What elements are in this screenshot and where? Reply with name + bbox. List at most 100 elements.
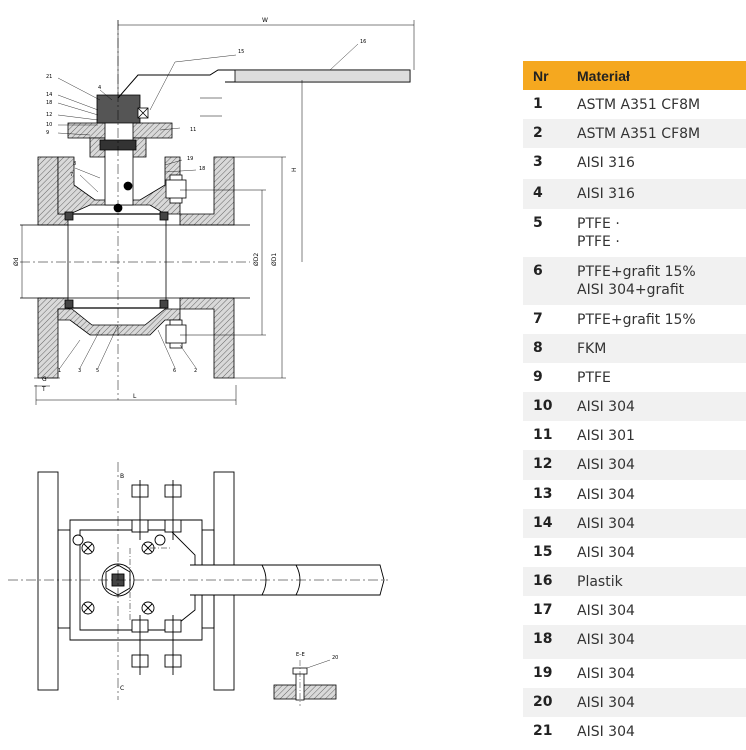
callout-8: 8	[73, 161, 76, 167]
row-nr: 8	[523, 334, 577, 363]
dimension-labels: W H ØD1 ØD2 Ød L T G	[13, 17, 298, 400]
row-nr: 6	[523, 257, 577, 305]
row-material: AISI 316	[577, 179, 746, 209]
material-line: AISI 316	[577, 186, 635, 202]
row-material: AISI 304	[577, 450, 746, 480]
header-material: Materiał	[577, 61, 746, 90]
table-row: 11 AISI 301	[523, 421, 746, 450]
dim-d: Ød	[13, 257, 20, 266]
row-nr: 12	[523, 450, 577, 480]
callout-4: 4	[98, 85, 101, 91]
row-nr: 19	[533, 665, 553, 681]
row-nr: 17	[533, 602, 553, 618]
callout-12: 12	[46, 112, 52, 118]
callout-18: 18	[199, 166, 205, 172]
material-line: ASTM A351 CF8M	[577, 97, 701, 113]
material-line: AISI 304	[577, 487, 635, 503]
section-c: C	[120, 685, 124, 692]
row-material: AISI 304	[577, 538, 746, 567]
material-line: AISI 304	[577, 516, 635, 532]
row-nr: 7	[533, 311, 543, 327]
section-view	[20, 20, 411, 400]
row-material: PTFE · PTFE ·	[577, 209, 746, 257]
callout-2: 2	[194, 368, 197, 374]
dim-d2: ØD2	[253, 253, 260, 266]
dim-t: T	[41, 386, 46, 393]
row-material: ASTM A351 CF8M	[577, 90, 746, 119]
row-nr: 21	[533, 723, 553, 739]
dim-h: H	[291, 167, 298, 172]
row-nr: 2	[523, 119, 577, 148]
callout-6: 6	[173, 368, 176, 374]
detail-ee	[273, 659, 337, 706]
material-line: PTFE+grafit 15%	[577, 264, 696, 280]
row-material: PTFE+grafit 15%AISI 304+grafit	[577, 257, 746, 305]
material-line: AISI 304	[577, 695, 635, 711]
callout-9: 9	[46, 130, 49, 136]
row-material: ASTM A351 CF8M	[577, 119, 746, 148]
callout-17: 18	[46, 100, 52, 106]
row-nr: 10	[523, 392, 577, 421]
row-nr: 4	[523, 179, 577, 209]
dim-g: G	[42, 376, 47, 383]
material-line: PTFE+grafit 15%	[577, 312, 696, 328]
row-nr: 1	[533, 96, 543, 112]
row-nr: 15	[533, 544, 553, 560]
callout-20: 20	[332, 655, 338, 661]
callout-14: 14	[46, 92, 52, 98]
row-material: AISI 304	[577, 509, 746, 538]
callout-10: 10	[46, 122, 52, 128]
part-labels: 21 4 14 18 12 10 9 15 16 11 8 7 19 18 1 …	[46, 39, 366, 374]
row-nr: 20	[523, 688, 577, 717]
row-nr: 13	[533, 486, 553, 502]
header-nr: Nr	[523, 61, 577, 90]
top-view	[8, 462, 388, 700]
table-header: Nr Materiał	[523, 61, 746, 90]
row-material: AISI 304	[577, 717, 746, 746]
table-row: 19 AISI 304	[523, 659, 746, 688]
row-nr: 11	[533, 427, 553, 443]
material-line: PTFE ·	[577, 234, 620, 250]
table-row: 17 AISI 304	[523, 596, 746, 625]
callout-3: 3	[78, 368, 81, 374]
dim-l: L	[133, 393, 137, 400]
table-row: 1 ASTM A351 CF8M	[523, 90, 746, 119]
material-line: AISI 304	[577, 724, 635, 740]
material-line: Plastik	[577, 574, 623, 590]
table-row: 13 AISI 304	[523, 480, 746, 509]
material-line: AISI 304	[577, 545, 635, 561]
material-line: ASTM A351 CF8M	[577, 126, 701, 142]
row-material: AISI 304	[577, 659, 746, 688]
material-line: AISI 304	[577, 399, 635, 415]
row-material: AISI 304	[577, 480, 746, 509]
callout-7: 7	[70, 172, 73, 178]
dimension-lines	[21, 20, 415, 405]
row-nr: 5	[533, 215, 543, 231]
row-material: Plastik	[577, 567, 746, 596]
row-material: PTFE	[577, 363, 746, 392]
material-line: AISI 304	[577, 457, 635, 473]
section-marks: B C	[120, 473, 124, 692]
callout-15: 15	[238, 49, 244, 55]
material-line: PTFE ·	[577, 216, 620, 232]
callout-1: 1	[58, 368, 61, 374]
dim-w: W	[262, 17, 268, 24]
row-nr: 3	[533, 154, 543, 170]
material-line: AISI 304	[577, 603, 635, 619]
row-material: AISI 301	[577, 421, 746, 450]
callout-16: 16	[360, 39, 366, 45]
table-row: 21 AISI 304	[523, 717, 746, 746]
table-row: 7 PTFE+grafit 15%	[523, 305, 746, 334]
table-row: 3 AISI 316	[523, 148, 746, 179]
material-line: AISI 316	[577, 155, 635, 171]
